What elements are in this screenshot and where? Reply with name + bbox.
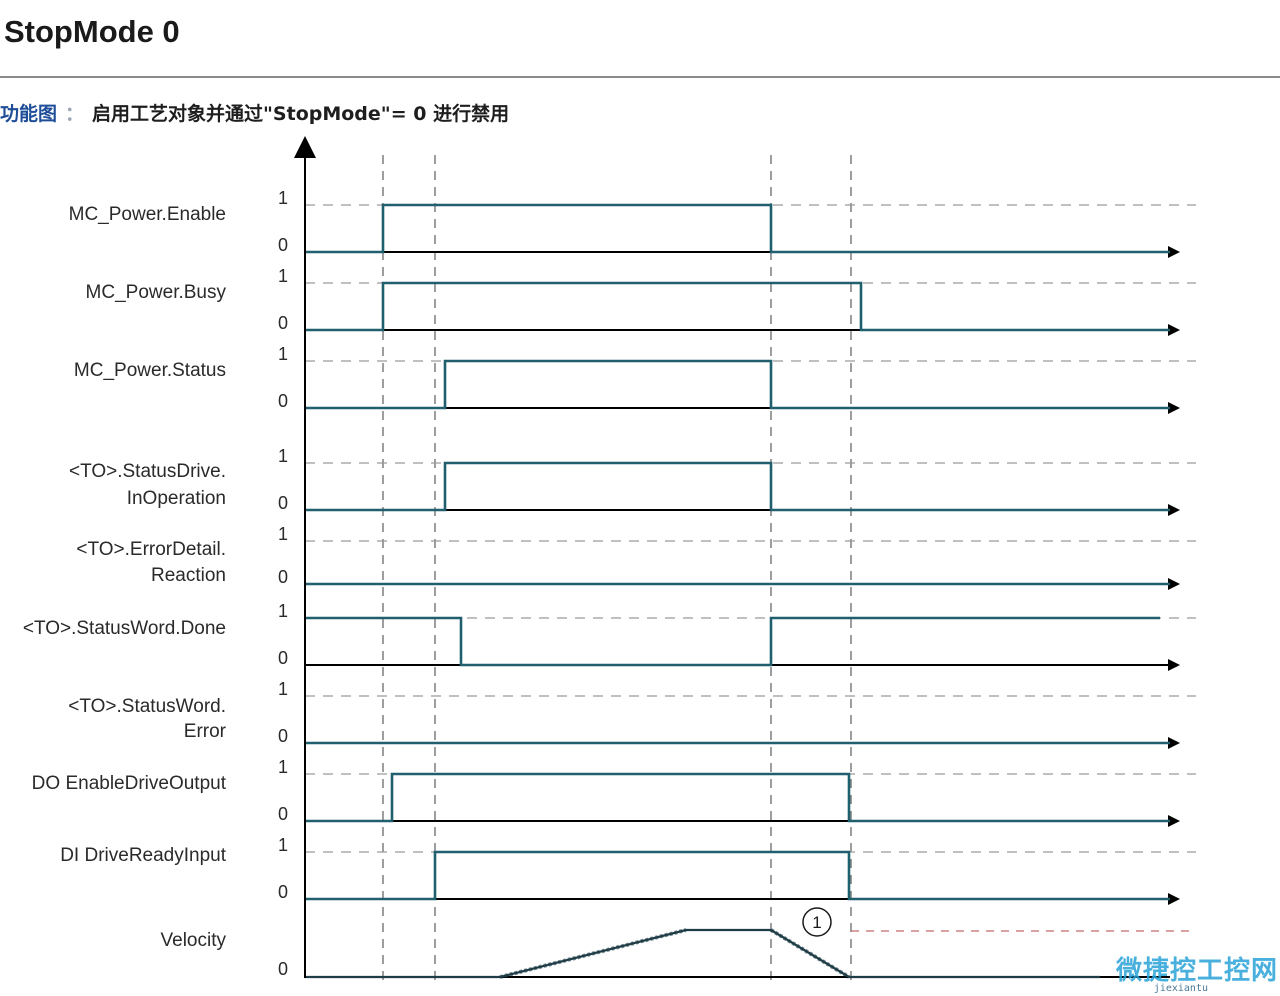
level-low-label: 0 xyxy=(278,567,288,587)
velocity-row: Velocity 0 1 xyxy=(161,907,1196,979)
signal-row: MC_Power.Busy 1 0 xyxy=(86,266,1196,336)
signal-waveform xyxy=(305,850,1170,901)
signal-row: DO EnableDriveOutput 1 0 xyxy=(32,757,1196,827)
level-low-label: 0 xyxy=(278,726,288,746)
signal-name: InOperation xyxy=(127,488,226,509)
signal-row: <TO>.StatusWord. Error 1 0 xyxy=(68,679,1196,749)
signal-name: Reaction xyxy=(151,565,226,586)
watermark-subtext: jiexiantu xyxy=(1153,983,1208,994)
signal-waveform xyxy=(305,772,1170,823)
watermark: 微捷控工控网 jiexiantu xyxy=(1116,950,1278,994)
level-high-label: 1 xyxy=(278,757,288,777)
level-low-label: 0 xyxy=(278,648,288,668)
caption-text: 启用工艺对象并通过"StopMode"= 0 进行禁用 xyxy=(92,103,510,125)
signal-name: <TO>.StatusWord. xyxy=(68,696,226,717)
signal-waveform xyxy=(305,461,1170,512)
level-high-label: 1 xyxy=(278,601,288,621)
signal-name: MC_Power.Status xyxy=(74,360,226,381)
signal-waveform xyxy=(305,203,1170,254)
level-low-label: 0 xyxy=(278,313,288,333)
signal-row: MC_Power.Status 1 0 xyxy=(74,344,1196,414)
signal-name: <TO>.StatusWord.Done xyxy=(23,618,226,639)
signal-name: MC_Power.Busy xyxy=(86,282,227,303)
title-divider xyxy=(0,76,1280,78)
level-low-label: 0 xyxy=(278,391,288,411)
level-high-label: 1 xyxy=(278,835,288,855)
time-guides xyxy=(382,155,852,980)
decel-ramp xyxy=(769,928,851,979)
page-title: StopMode 0 xyxy=(4,14,180,49)
signal-row: <TO>.StatusDrive. InOperation 1 0 xyxy=(69,446,1196,516)
annotation-label: 1 xyxy=(812,913,821,932)
signal-name: <TO>.ErrorDetail. xyxy=(76,539,226,560)
signal-row: <TO>.ErrorDetail. Reaction 1 0 xyxy=(76,524,1196,590)
level-high-label: 1 xyxy=(278,188,288,208)
velocity-low-label: 0 xyxy=(278,959,288,979)
level-high-label: 1 xyxy=(278,679,288,699)
level-high-label: 1 xyxy=(278,344,288,364)
velocity-name: Velocity xyxy=(161,930,227,951)
signal-name: MC_Power.Enable xyxy=(69,204,226,225)
signal-name: DI DriveReadyInput xyxy=(60,845,227,866)
accel-ramp xyxy=(499,928,687,979)
signal-row: MC_Power.Enable 1 0 xyxy=(69,188,1196,258)
figure-caption: 功能图 ： 启用工艺对象并通过"StopMode"= 0 进行禁用 xyxy=(0,99,509,126)
level-low-label: 0 xyxy=(278,235,288,255)
signal-waveform xyxy=(305,281,1170,332)
caption-label: 功能图 xyxy=(0,103,58,125)
signal-row: DI DriveReadyInput 1 0 xyxy=(60,835,1196,905)
level-low-label: 0 xyxy=(278,882,288,902)
signal-row: <TO>.StatusWord.Done 1 0 xyxy=(23,601,1196,671)
velocity-profile xyxy=(305,928,1100,979)
level-low-label: 0 xyxy=(278,804,288,824)
caption-separator: ： xyxy=(65,103,85,125)
level-high-label: 1 xyxy=(278,266,288,286)
signal-waveform xyxy=(305,616,1160,667)
annotation-marker: 1 xyxy=(802,907,832,937)
level-low-label: 0 xyxy=(278,493,288,513)
signal-name: DO EnableDriveOutput xyxy=(32,773,227,794)
vertical-axis-arrow-icon xyxy=(294,136,316,158)
level-high-label: 1 xyxy=(278,524,288,544)
annotation-circle-icon xyxy=(802,907,832,937)
watermark-text: 微捷控工控网 xyxy=(1115,956,1278,986)
signal-name: Error xyxy=(184,721,227,742)
signal-rows: MC_Power.Enable10MC_Power.Busy10MC_Power… xyxy=(23,188,1196,979)
time-axis xyxy=(294,136,316,978)
signal-name: <TO>.StatusDrive. xyxy=(69,461,226,482)
signal-waveform xyxy=(305,359,1170,410)
level-high-label: 1 xyxy=(278,446,288,466)
